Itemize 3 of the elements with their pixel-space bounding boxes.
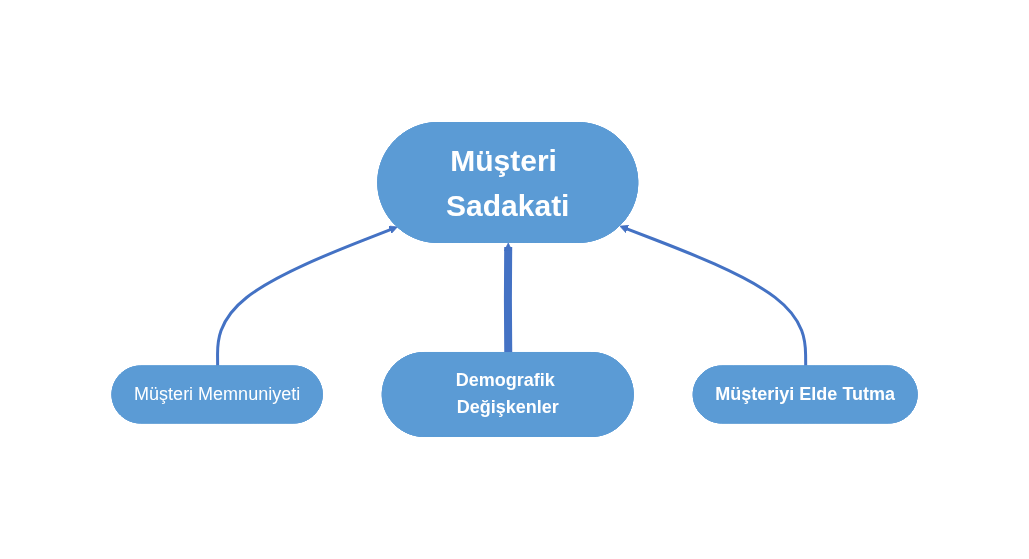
arrow — [503, 242, 513, 354]
arrow — [619, 224, 808, 367]
arrow — [216, 225, 398, 367]
